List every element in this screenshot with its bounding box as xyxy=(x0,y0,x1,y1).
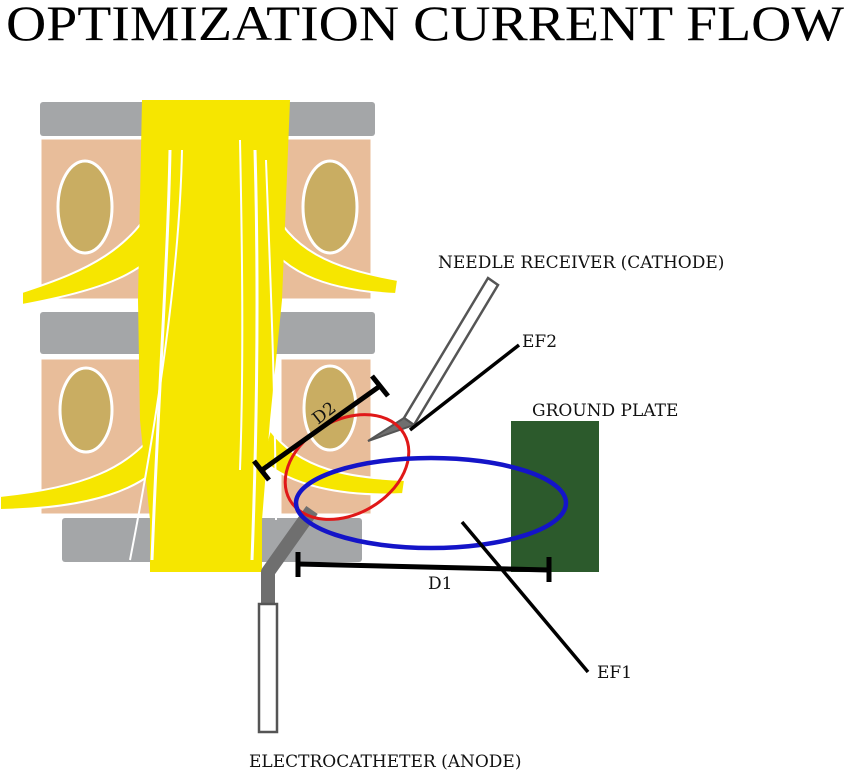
needle-receiver xyxy=(367,276,500,442)
electrocatheter-body xyxy=(257,602,279,734)
cord-strand-3 xyxy=(250,149,259,561)
ef2-leader-line xyxy=(408,343,521,432)
electrocatheter-tip xyxy=(261,505,318,606)
foramen-upper-left xyxy=(56,159,114,255)
field-ellipse-ground xyxy=(293,455,569,551)
diagram-title: OPTIMIZATION CURRENT FLOW xyxy=(6,0,845,51)
cord-strand-1 xyxy=(150,149,172,561)
distance-d2 xyxy=(252,374,390,482)
ef1-label: EF1 xyxy=(597,663,632,683)
d1-label: D1 xyxy=(428,574,452,594)
nerve-root-lower-right xyxy=(260,427,407,496)
electrocatheter-label: ELECTROCATHETER (ANODE) xyxy=(249,752,521,772)
ground-plate xyxy=(511,421,599,572)
distance-d1 xyxy=(295,552,552,582)
foramen-upper-right xyxy=(301,159,359,255)
cord-strand-4 xyxy=(265,159,277,521)
ef1-leader-line xyxy=(460,520,590,674)
ef2-label: EF2 xyxy=(522,332,557,352)
spine-illustration xyxy=(0,100,407,572)
ground-plate-label: GROUND PLATE xyxy=(532,401,678,421)
foramen-lower-left xyxy=(58,366,114,454)
needle-receiver-label: NEEDLE RECEIVER (CATHODE) xyxy=(438,253,724,273)
electrocatheter xyxy=(257,505,318,734)
spinal-cord xyxy=(138,100,290,572)
needle-receiver-tip xyxy=(367,416,417,442)
needle-receiver-body xyxy=(402,276,500,427)
cord-strand-2 xyxy=(129,149,183,561)
cord-strand-5 xyxy=(239,139,244,471)
